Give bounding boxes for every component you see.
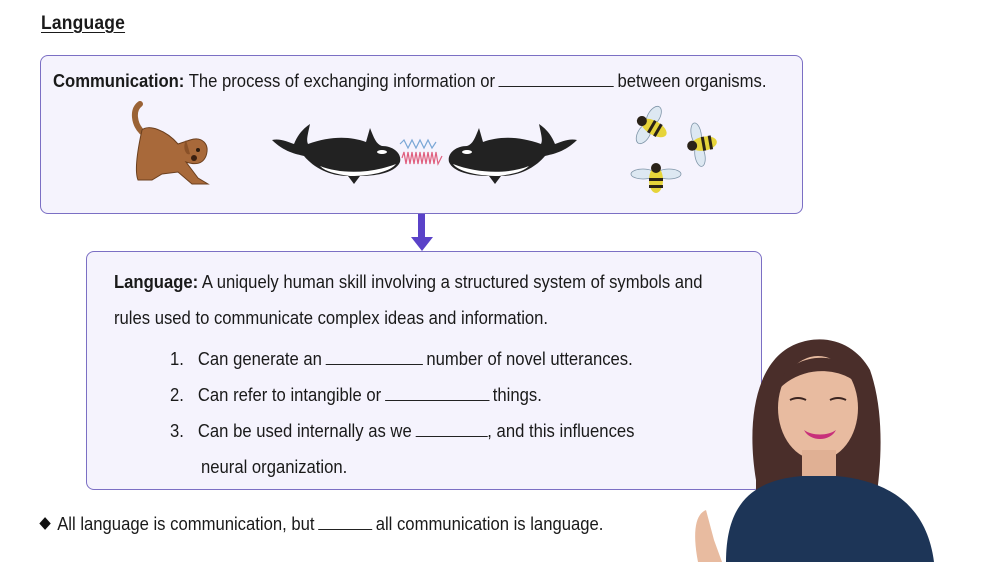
dog-icon	[132, 101, 210, 185]
language-definition-line1: Language: A uniquely human skill involvi…	[114, 271, 703, 292]
orca-left-icon	[272, 124, 401, 184]
orca-right-icon	[448, 124, 577, 184]
down-arrow-head-icon	[411, 237, 433, 251]
page-title: Language	[41, 13, 126, 34]
language-definition-line2: rules used to communicate complex ideas …	[114, 307, 549, 328]
down-arrow-icon	[418, 214, 425, 240]
communication-definition: Communication: The process of exchanging…	[53, 70, 767, 91]
diamond-bullet-icon	[39, 517, 51, 530]
language-term: Language:	[114, 271, 199, 292]
language-definition-box	[86, 251, 762, 490]
sound-waves-icon	[399, 138, 443, 166]
fill-in-blank	[415, 435, 488, 437]
list-item: 3.Can be used internally as we, and this…	[170, 420, 635, 441]
fill-in-blank	[498, 85, 614, 87]
fill-in-blank	[318, 528, 373, 530]
communication-term: Communication:	[53, 70, 185, 91]
list-item-continuation: neural organization.	[201, 456, 348, 477]
presenter-video	[695, 339, 934, 562]
bees-icon	[630, 105, 717, 193]
fill-in-blank	[325, 363, 423, 365]
fill-in-blank	[384, 399, 490, 401]
